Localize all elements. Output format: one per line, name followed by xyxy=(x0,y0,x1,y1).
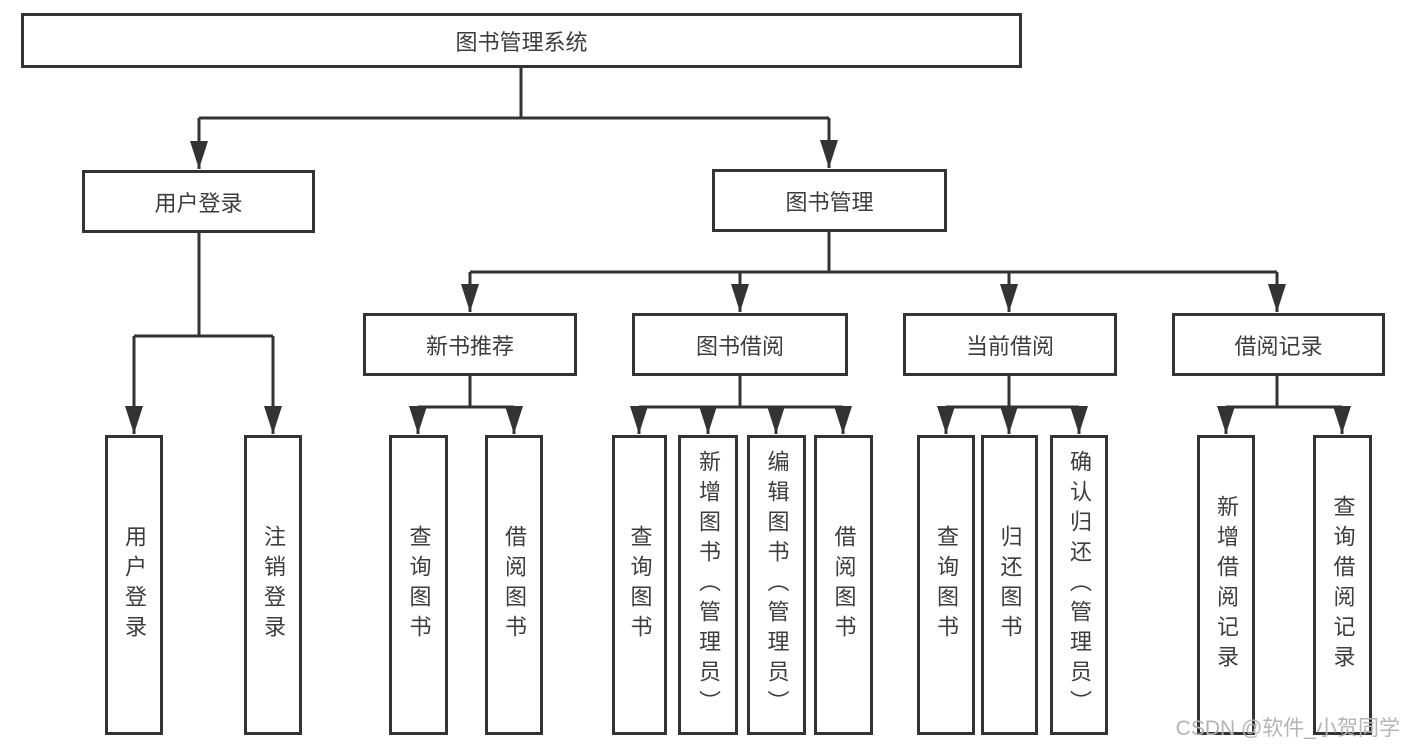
node-label: 注销登录 xyxy=(261,525,286,645)
node-label: 确认归还（管理员） xyxy=(1067,450,1092,720)
node-label: 图书管理 xyxy=(785,189,874,215)
node-label: 查询借阅记录 xyxy=(1330,495,1356,675)
node-label: 借阅图书 xyxy=(502,525,527,645)
leaf-recommend-borrow-books: 借阅图书 xyxy=(485,435,543,735)
node-label: 图书借阅 xyxy=(695,333,784,359)
node-book-management: 图书管理 xyxy=(712,169,947,232)
node-label: 借阅图书 xyxy=(831,525,857,645)
leaf-current-query-books: 查询图书 xyxy=(917,435,975,735)
leaf-records-query-borrow-record: 查询借阅记录 xyxy=(1313,435,1372,735)
leaf-current-return-books: 归还图书 xyxy=(981,435,1038,735)
node-label: 用户登录 xyxy=(122,525,147,645)
leaf-current-confirm-return-admin: 确认归还（管理员） xyxy=(1050,435,1108,735)
leaf-borrowing-borrow-books: 借阅图书 xyxy=(814,435,873,735)
node-label: 新书推荐 xyxy=(425,333,514,359)
csdn-watermark: CSDN @软件_小贺同学 xyxy=(1175,717,1400,740)
node-label: 查询图书 xyxy=(406,525,432,645)
leaf-borrowing-add-books-admin: 新增图书（管理员） xyxy=(678,435,738,735)
leaf-borrowing-edit-books-admin: 编辑图书（管理员） xyxy=(747,435,806,735)
node-library-system: 图书管理系统 xyxy=(21,13,1022,68)
leaf-records-add-borrow-record: 新增借阅记录 xyxy=(1197,435,1255,735)
node-label: 新增图书（管理员） xyxy=(696,450,721,720)
node-label: 查询图书 xyxy=(627,525,653,645)
node-user-login: 用户登录 xyxy=(82,170,315,233)
node-new-book-recommend: 新书推荐 xyxy=(363,313,577,376)
node-label: 归还图书 xyxy=(997,525,1023,645)
node-borrowing-records: 借阅记录 xyxy=(1172,313,1385,376)
node-current-borrowing: 当前借阅 xyxy=(903,313,1117,376)
leaf-logout-login: 注销登录 xyxy=(244,435,302,735)
node-label: 新增借阅记录 xyxy=(1214,495,1239,675)
leaf-user-login: 用户登录 xyxy=(105,435,163,735)
node-label: 当前借阅 xyxy=(965,333,1054,359)
leaf-borrowing-query-books: 查询图书 xyxy=(612,435,667,735)
node-label: 图书管理系统 xyxy=(455,29,588,55)
node-label: 编辑图书（管理员） xyxy=(764,450,790,720)
node-book-borrowing: 图书借阅 xyxy=(632,313,848,376)
node-label: 用户登录 xyxy=(154,190,243,216)
node-label: 借阅记录 xyxy=(1234,333,1323,359)
node-label: 查询图书 xyxy=(934,525,959,645)
leaf-recommend-query-books: 查询图书 xyxy=(389,435,448,735)
